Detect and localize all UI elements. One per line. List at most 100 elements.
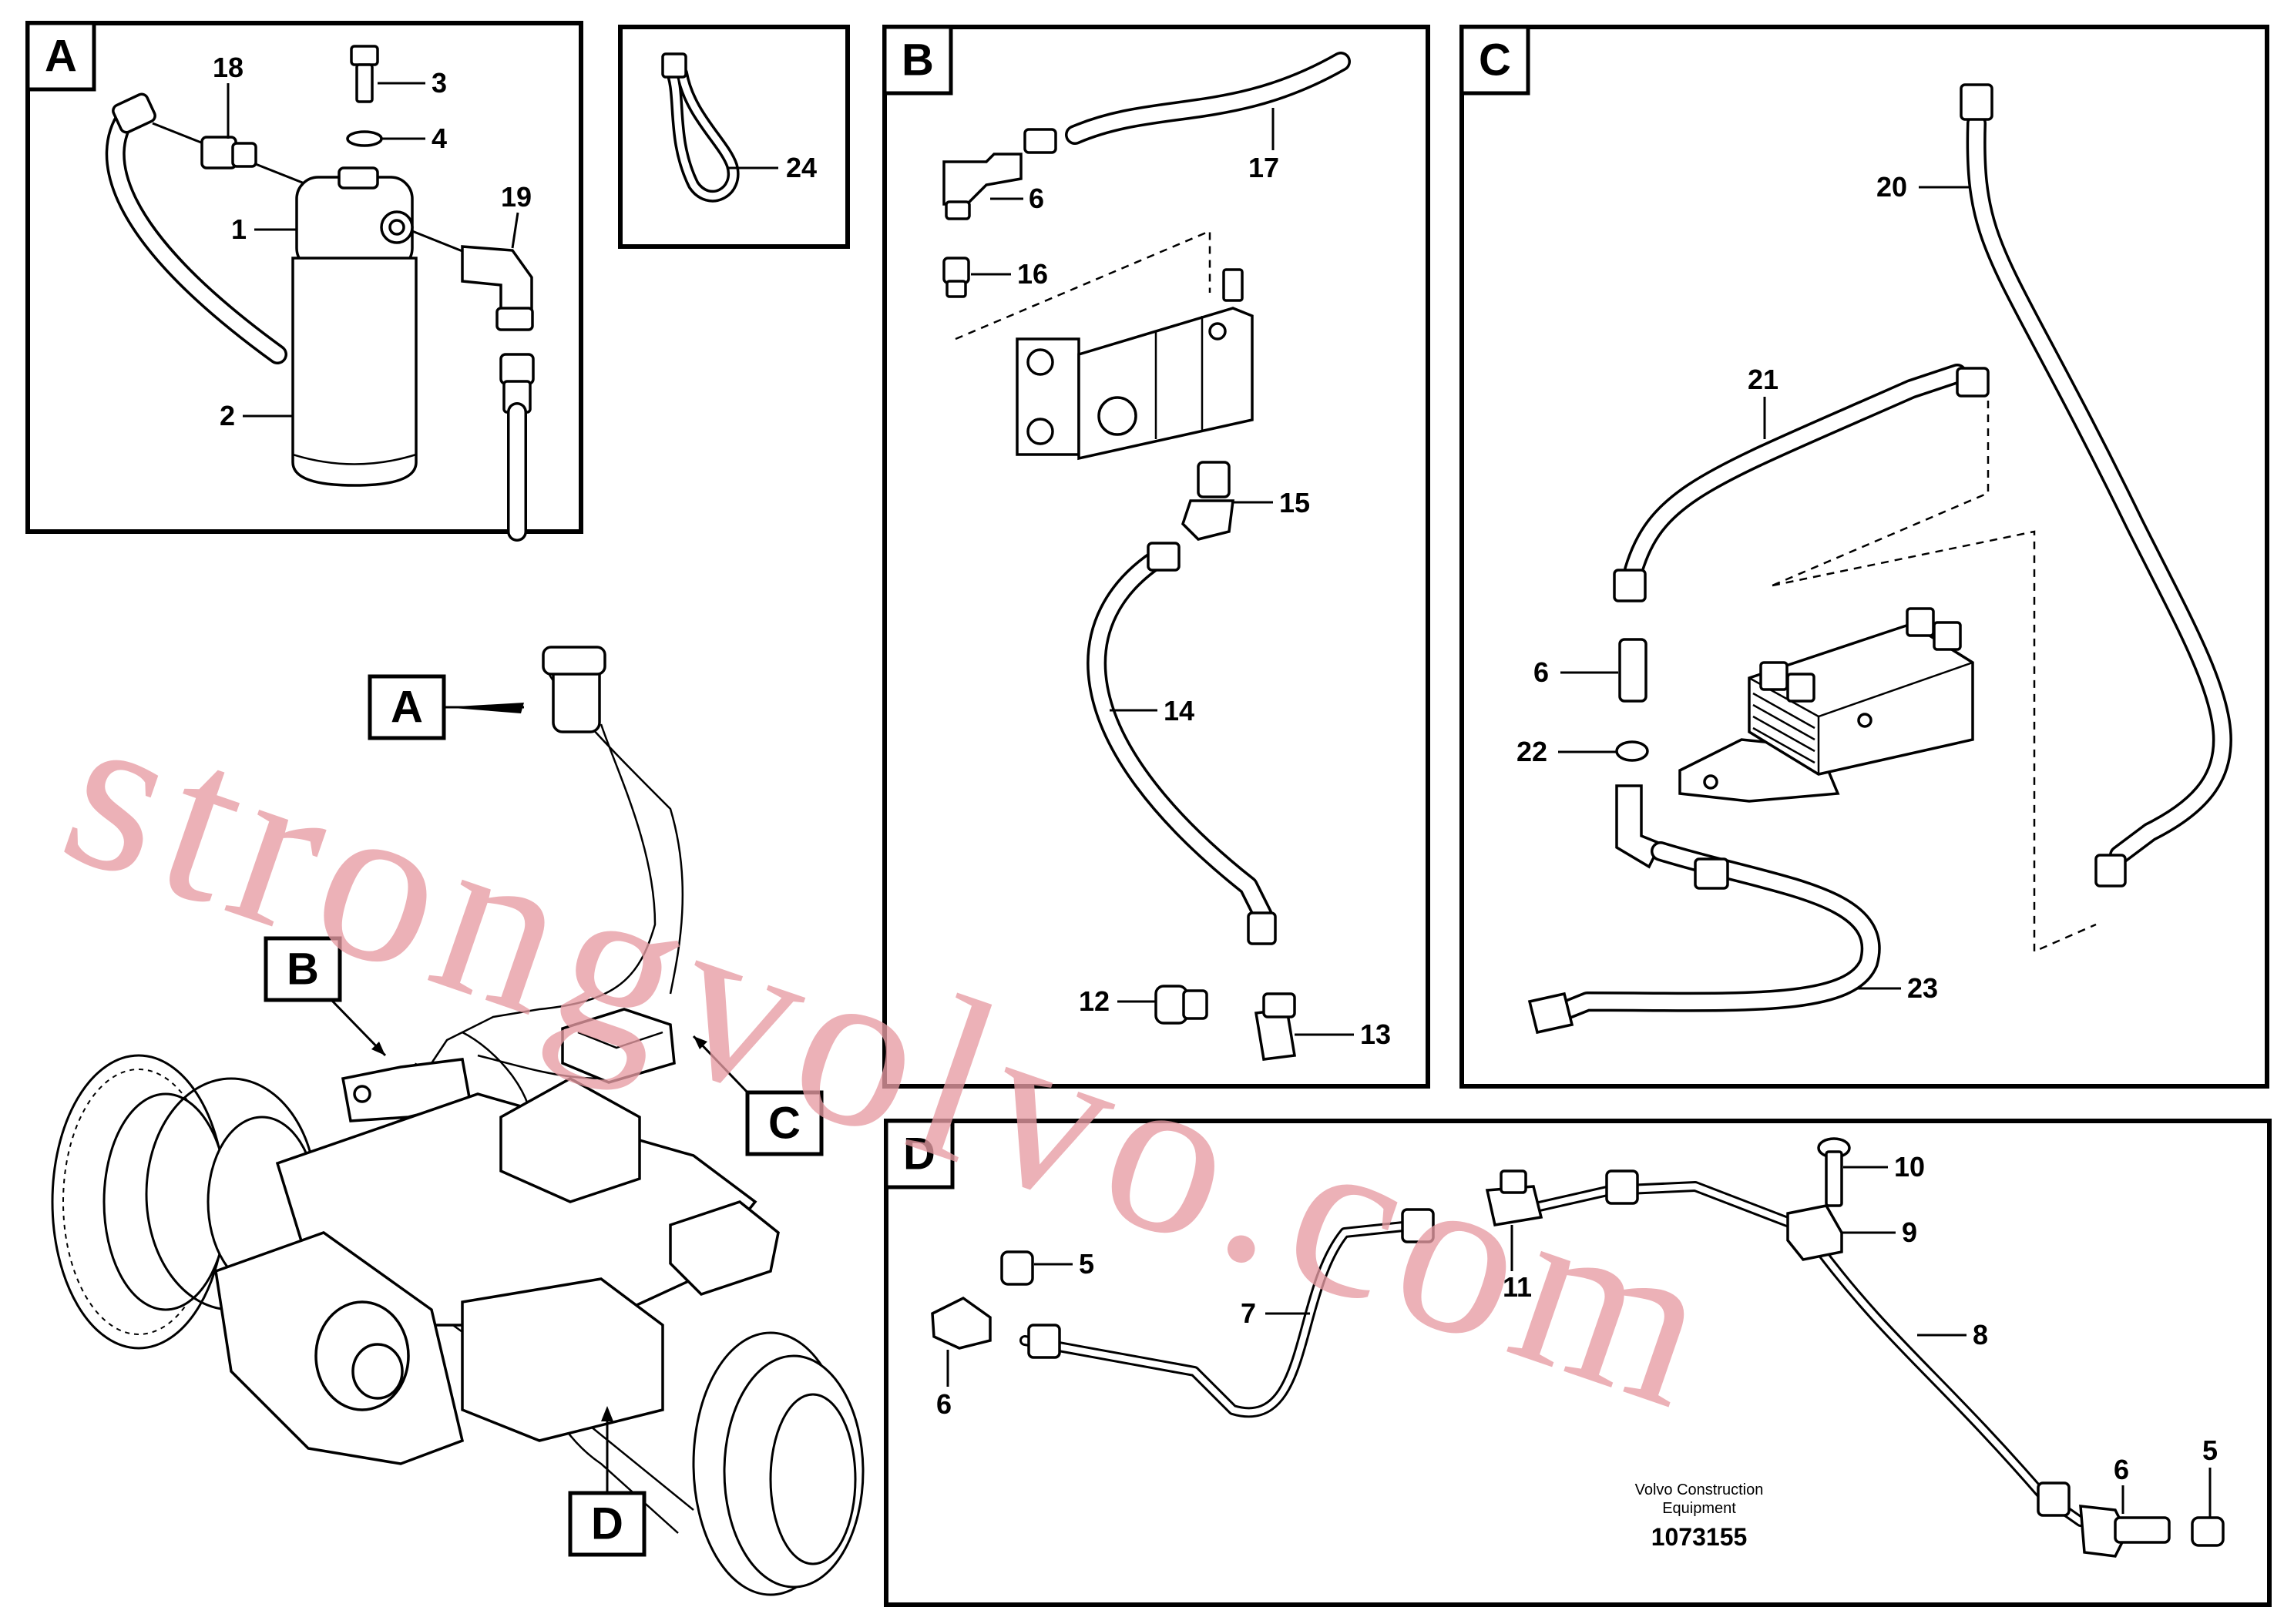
label-24: 24 <box>786 152 817 183</box>
label-d-6-left: 6 <box>936 1388 952 1420</box>
label-d-5-left: 5 <box>1079 1248 1094 1280</box>
pipe-7 <box>1019 1220 1423 1418</box>
dash-c-2 <box>1772 530 2097 953</box>
overview-axle-body <box>214 1076 780 1465</box>
label-c-6: 6 <box>1533 656 1549 688</box>
hose-right <box>499 353 535 542</box>
label-22: 22 <box>1516 736 1547 767</box>
pipe-7-nut-right <box>1401 1208 1435 1243</box>
hose-17 <box>1065 52 1351 145</box>
bolt-3-icon <box>350 45 379 103</box>
label-23: 23 <box>1907 972 1938 1004</box>
hose-left <box>105 106 287 364</box>
hose-21 <box>1624 364 1967 580</box>
pipe-8 <box>1813 1243 2086 1527</box>
dash-c-1 <box>1772 401 1990 587</box>
hose-14-upper-nut <box>1147 542 1181 572</box>
fitting-12 <box>1154 985 1208 1025</box>
panel-tie-strap: 24 <box>618 25 850 249</box>
hose-21-lower-nut <box>1613 569 1647 602</box>
axle-overview: A B C D <box>51 646 865 1596</box>
panel-b-label: B <box>902 35 934 86</box>
pipe-7-nut-left <box>1027 1324 1061 1359</box>
elbow-6-stub <box>945 200 971 220</box>
washer-22-icon <box>1615 740 1649 762</box>
label-19: 19 <box>501 181 532 213</box>
pipe-upper-nut <box>1605 1169 1639 1205</box>
elbow-6-right-body <box>2114 1516 2171 1544</box>
oil-cooler <box>1678 607 1974 803</box>
panel-tie-strap-frame <box>618 25 850 249</box>
panel-c-tag-box <box>1459 25 1530 96</box>
overview-wheel-hub-right <box>692 1331 865 1596</box>
panel-d-tag-box <box>884 1119 955 1189</box>
label-7: 7 <box>1241 1297 1256 1329</box>
panel-b: B <box>882 25 1430 1089</box>
panel-d-frame <box>884 1119 2272 1607</box>
label-b-6: 6 <box>1029 183 1044 214</box>
pipe-8-nut <box>2037 1481 2071 1517</box>
footer-drawing-number: 1073155 <box>1651 1523 1748 1551</box>
hose-23-elbow <box>1527 992 1574 1035</box>
panel-d-label: D <box>903 1129 935 1179</box>
adapter-fitting-c6 <box>1618 638 1647 703</box>
hose-23 <box>1539 841 1881 1027</box>
overview-cooler <box>561 1008 676 1084</box>
cap-5-right <box>2191 1516 2225 1547</box>
panel-a: A <box>25 21 583 542</box>
hose-20-top-nut <box>1960 83 1993 121</box>
label-15: 15 <box>1279 487 1310 518</box>
label-9: 9 <box>1902 1216 1917 1248</box>
overview-tag-b: B <box>287 945 319 995</box>
label-11: 11 <box>1503 1271 1532 1303</box>
bolt-10-icon <box>1817 1137 1851 1207</box>
label-4: 4 <box>432 122 447 154</box>
label-20: 20 <box>1876 171 1907 203</box>
overview-tag-d: D <box>591 1499 623 1549</box>
hose-14-lower-nut <box>1247 911 1277 945</box>
hose-20 <box>1966 113 2232 865</box>
pipe-upper <box>1520 1181 1801 1230</box>
tee-fitting-13 <box>1254 992 1297 1061</box>
label-13: 13 <box>1360 1018 1391 1050</box>
overview-filter <box>542 646 606 733</box>
panel-a-label: A <box>45 32 77 82</box>
label-2: 2 <box>220 400 235 431</box>
hose-23-nut <box>1694 857 1729 890</box>
clamp-9 <box>1786 1204 1843 1261</box>
overview-tag-d-box <box>568 1491 647 1557</box>
footer-company-line2: Equipment <box>1662 1500 1736 1517</box>
adapter-fitting-18 <box>152 122 309 186</box>
elbow-fitting-19 <box>411 230 534 331</box>
cable-tie-24-icon <box>661 52 740 203</box>
label-d-6-right: 6 <box>2114 1454 2129 1485</box>
panel-c: C <box>1459 25 2269 1089</box>
elbow-fitting-6 <box>942 153 1023 206</box>
panel-c-frame <box>1459 25 2269 1089</box>
filter-housing-1 <box>295 166 414 271</box>
overview-pump <box>341 1058 472 1122</box>
elbow-fitting-15 <box>1181 461 1234 541</box>
cap-5-left <box>1000 1250 1034 1286</box>
overview-line-2 <box>430 723 657 1064</box>
elbow-6-left <box>931 1296 992 1350</box>
label-12: 12 <box>1079 985 1110 1017</box>
hydraulic-pump <box>1016 268 1254 461</box>
panel-a-tag-box <box>25 21 96 92</box>
label-3: 3 <box>432 67 447 99</box>
label-10: 10 <box>1894 1151 1925 1183</box>
overview-tag-b-box <box>264 936 342 1002</box>
filter-element-2 <box>291 257 418 487</box>
hose-14 <box>1087 545 1274 927</box>
hose-20-bottom-nut <box>2094 854 2127 887</box>
overview-tag-a: A <box>391 683 423 733</box>
label-16: 16 <box>1017 258 1048 290</box>
overview-tag-c-box <box>745 1090 824 1156</box>
alignment-dash-b <box>955 230 1211 341</box>
hose-17-nut <box>1023 128 1057 154</box>
panel-c-label: C <box>1479 35 1511 86</box>
label-d-5-right: 5 <box>2202 1434 2218 1466</box>
panel-a-frame <box>25 21 583 534</box>
